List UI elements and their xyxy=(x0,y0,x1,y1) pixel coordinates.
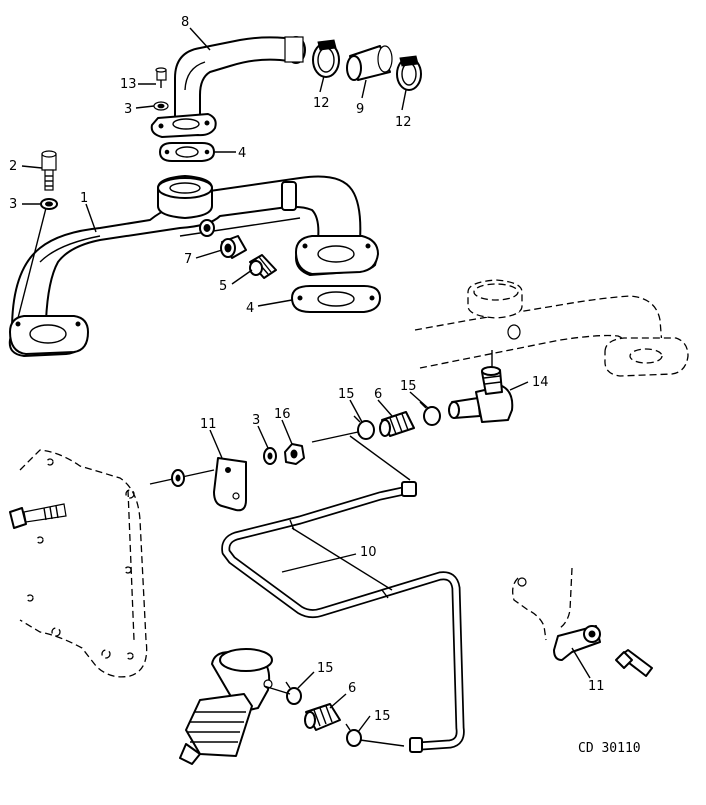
figure-code: CD 30110 xyxy=(578,741,641,756)
part-3-washer-left xyxy=(40,198,58,210)
label-16: 16 xyxy=(274,407,291,422)
label-2: 2 xyxy=(9,159,17,174)
reference-manifold-dashed xyxy=(414,279,689,377)
bolt-long-left xyxy=(9,503,67,529)
part-12-hose-clamp-left xyxy=(312,39,340,78)
bolt-right xyxy=(615,649,653,677)
part-13-bolt xyxy=(155,67,167,88)
label-5: 5 xyxy=(219,279,227,294)
label-12b: 12 xyxy=(395,115,412,130)
part-16-nut xyxy=(284,443,305,465)
reference-pipe-dashed-right xyxy=(512,567,573,641)
leader-lower-1 xyxy=(263,685,291,695)
label-9: 9 xyxy=(356,102,364,117)
label-11a: 11 xyxy=(200,417,217,432)
leader-lower-2 xyxy=(359,739,405,747)
part-4-gasket-lower xyxy=(291,285,381,313)
callout-labels: 8 13 3 12 9 12 4 2 3 1 7 5 4 15 6 15 14 … xyxy=(9,15,605,724)
leader-line-upper xyxy=(311,431,359,443)
label-3a: 3 xyxy=(124,102,132,117)
part-7-fitting xyxy=(220,235,247,259)
part-15-clamp-d xyxy=(345,723,362,747)
reference-engine-plate-dashed xyxy=(19,449,148,678)
label-8: 8 xyxy=(181,15,189,30)
part-3-washer-top xyxy=(153,101,169,111)
part-15-clamp-c xyxy=(285,681,302,705)
leader-11-right xyxy=(571,647,591,679)
label-1: 1 xyxy=(80,191,88,206)
label-15b: 15 xyxy=(400,379,417,394)
label-13: 13 xyxy=(120,77,137,92)
part-1-manifold xyxy=(8,175,379,357)
label-15c: 15 xyxy=(317,661,334,676)
part-12-hose-clamp-right xyxy=(396,55,422,91)
label-4b: 4 xyxy=(246,301,254,316)
label-6b: 6 xyxy=(348,681,356,696)
part-10-tube xyxy=(221,481,465,753)
label-11b: 11 xyxy=(588,679,605,694)
label-14: 14 xyxy=(532,375,549,390)
leader-bolt-to-flange xyxy=(17,207,47,319)
label-6a: 6 xyxy=(374,387,382,402)
label-3c: 3 xyxy=(252,413,260,428)
part-2-bolt xyxy=(41,150,57,191)
label-12a: 12 xyxy=(313,96,330,111)
leader-lines xyxy=(21,27,529,733)
part-6-hose-upper xyxy=(379,411,415,437)
label-4a: 4 xyxy=(238,146,246,161)
label-7: 7 xyxy=(184,252,192,267)
leader-10-b xyxy=(281,553,357,573)
part-11-clip-right xyxy=(553,625,601,661)
part-4-gasket-upper xyxy=(159,142,215,162)
washer-small-left xyxy=(171,469,185,487)
injector-assembly xyxy=(179,648,273,765)
label-15a: 15 xyxy=(338,387,355,402)
label-15d: 15 xyxy=(374,709,391,724)
part-15-clamp-b xyxy=(419,401,441,426)
part-9-hose xyxy=(346,45,393,81)
part-15-clamp-a xyxy=(353,415,375,440)
leader-10-a xyxy=(291,527,393,591)
part-3-washer-mid xyxy=(263,447,277,465)
label-10: 10 xyxy=(360,545,377,560)
part-14-elbow-fitting xyxy=(448,366,514,423)
label-3b: 3 xyxy=(9,197,17,212)
part-11-bracket xyxy=(213,457,247,512)
part-5-plug xyxy=(249,254,277,279)
leader-to-pipe-end xyxy=(349,435,411,481)
part-6-hose-lower xyxy=(304,703,341,731)
part-8-elbow-pipe xyxy=(150,36,306,138)
